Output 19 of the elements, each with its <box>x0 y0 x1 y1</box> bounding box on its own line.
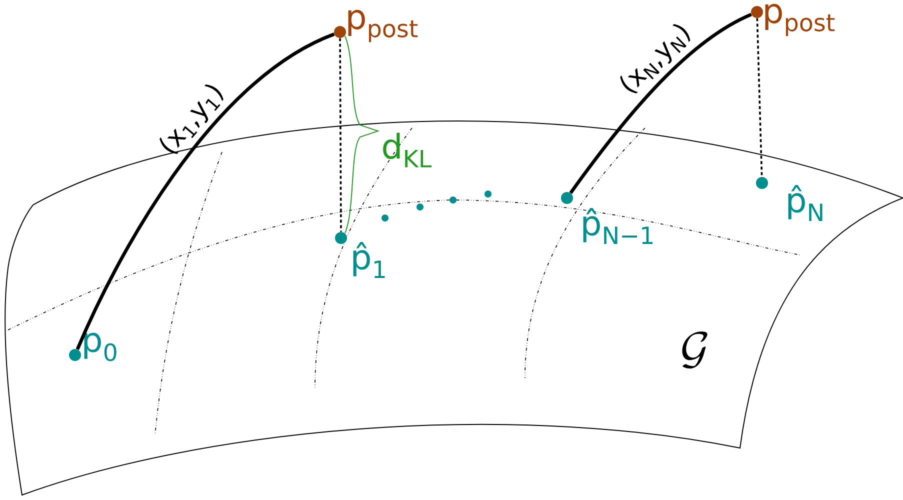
point-label: p$_{0}$ <box>84 332 116 362</box>
point-label: p̂$_{N−1}$ <box>583 208 652 244</box>
point-label: p̂$_{N}$ <box>788 185 822 221</box>
projection-line <box>756 18 763 177</box>
distance-label: d$_{KL}$ <box>383 132 432 168</box>
point <box>69 349 81 361</box>
trajectory-curve <box>569 12 752 194</box>
manifold-label: $\mathcal{G}$ <box>682 331 708 369</box>
trajectory-curve <box>76 32 335 350</box>
point <box>756 177 768 189</box>
point <box>751 6 763 18</box>
point-label: p$_{post}$ <box>348 10 418 42</box>
point-label: p$_{post}$ <box>765 4 835 36</box>
projection-line <box>339 38 342 232</box>
point <box>335 232 347 244</box>
point <box>561 192 573 204</box>
edge-label: (x$_{N}$,y$_{N}$) <box>620 24 690 94</box>
point <box>334 26 346 38</box>
point-label: p̂$_{1}$ <box>353 242 385 278</box>
